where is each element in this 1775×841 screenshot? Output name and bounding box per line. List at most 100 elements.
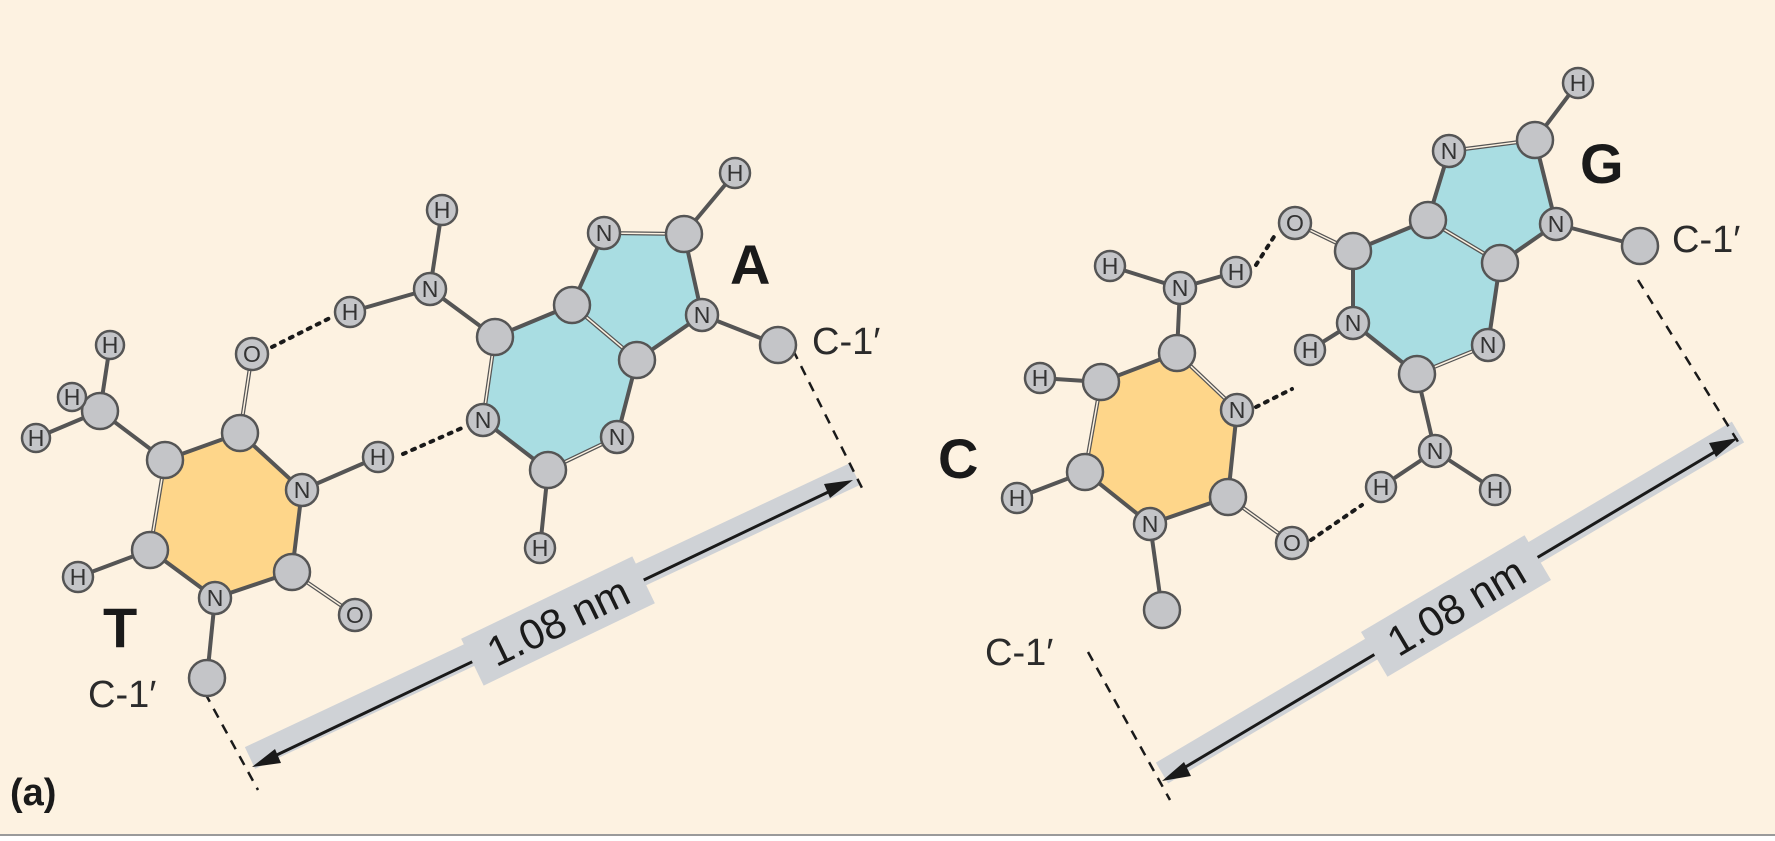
atom [684,297,720,333]
atom-h: H [532,535,549,561]
atom [528,450,568,490]
atom [1142,590,1182,630]
atom [187,658,227,698]
atom-h: H [1228,259,1245,285]
atom-n: N [475,407,492,433]
atom [1478,473,1512,507]
atom-h: H [370,444,387,470]
atom [1333,231,1373,271]
atom [1397,354,1437,394]
atom-n: N [1441,138,1458,164]
atom [465,402,501,438]
atom [1470,327,1506,363]
atom [523,531,557,565]
atom [197,580,233,616]
atom-o: O [1283,530,1301,556]
atom [1208,477,1248,517]
atom-h: H [1570,70,1587,96]
c1-label-a: C-1′ [812,321,880,363]
atom [220,413,260,453]
atom [94,329,126,361]
atom [284,472,320,508]
atom [758,325,798,365]
atom [1081,362,1121,402]
atom [1515,120,1555,160]
ta-hydrogen-bonds [270,316,464,456]
atom [361,440,395,474]
atom [130,530,170,570]
atom-o: O [1286,210,1304,236]
cg-hydrogen-bonds [1254,230,1364,542]
atom-n: N [207,585,224,611]
atom-h: H [1102,253,1119,279]
atom [337,597,373,633]
atom [333,295,367,329]
atom [1219,392,1255,428]
atom-n: N [1142,511,1159,537]
atom-h: H [434,197,451,223]
atom-n: N [1345,310,1362,336]
atom [1274,525,1310,561]
atom [1538,206,1574,242]
atom [475,317,515,357]
atom [1162,270,1198,306]
atom [1364,470,1398,504]
atom [1132,506,1168,542]
atom-h: H [342,299,359,325]
atom-h: H [102,332,119,358]
atom [586,215,622,251]
c1-label-c: C-1′ [985,632,1053,674]
atom [1408,200,1448,240]
atom-n: N [294,477,311,503]
atom-n: N [1427,438,1444,464]
atom [1293,333,1327,367]
atom [412,271,448,307]
atom-h: H [1487,477,1504,503]
atom [1417,433,1453,469]
cg-pair: 1.08 nm [938,66,1745,801]
atom [1335,305,1371,341]
base-letter-a: A [730,233,770,296]
atom [425,193,459,227]
atom-h: H [1302,337,1319,363]
atom [552,285,592,325]
base-letter-t: T [103,596,137,659]
panel-label: (a) [10,772,56,814]
atom [56,381,88,413]
atom-h: H [1373,474,1390,500]
atom [1023,361,1057,395]
atom-n: N [609,424,626,450]
atom-n: N [1548,211,1565,237]
atom [1277,205,1313,241]
atom [145,440,185,480]
atom-o: O [243,341,261,367]
atom [1431,133,1467,169]
atom [1093,249,1127,283]
cg-bonds [1016,81,1641,611]
atom-n: N [596,220,613,246]
atom-h: H [1032,365,1049,391]
atom [599,419,635,455]
atom-h: H [1009,485,1026,511]
atom-o: O [346,602,364,628]
atom-n: N [1480,332,1497,358]
atom [1480,243,1520,283]
atom-h: H [70,564,87,590]
atom [80,391,120,431]
atom [617,340,657,380]
base-letter-g: G [1580,132,1624,195]
cg-distance-label: 1.08 nm [1379,548,1534,666]
atom [20,422,52,454]
ta-pair: 1.08 nm [20,156,880,791]
atom-h: H [28,425,45,451]
atom [234,336,270,372]
atom [1620,226,1660,266]
atom [1561,66,1595,100]
atom [61,560,95,594]
atom-h: H [64,384,81,410]
atom [1219,255,1253,289]
atom [1065,452,1105,492]
c1-label-t: C-1′ [88,674,156,716]
